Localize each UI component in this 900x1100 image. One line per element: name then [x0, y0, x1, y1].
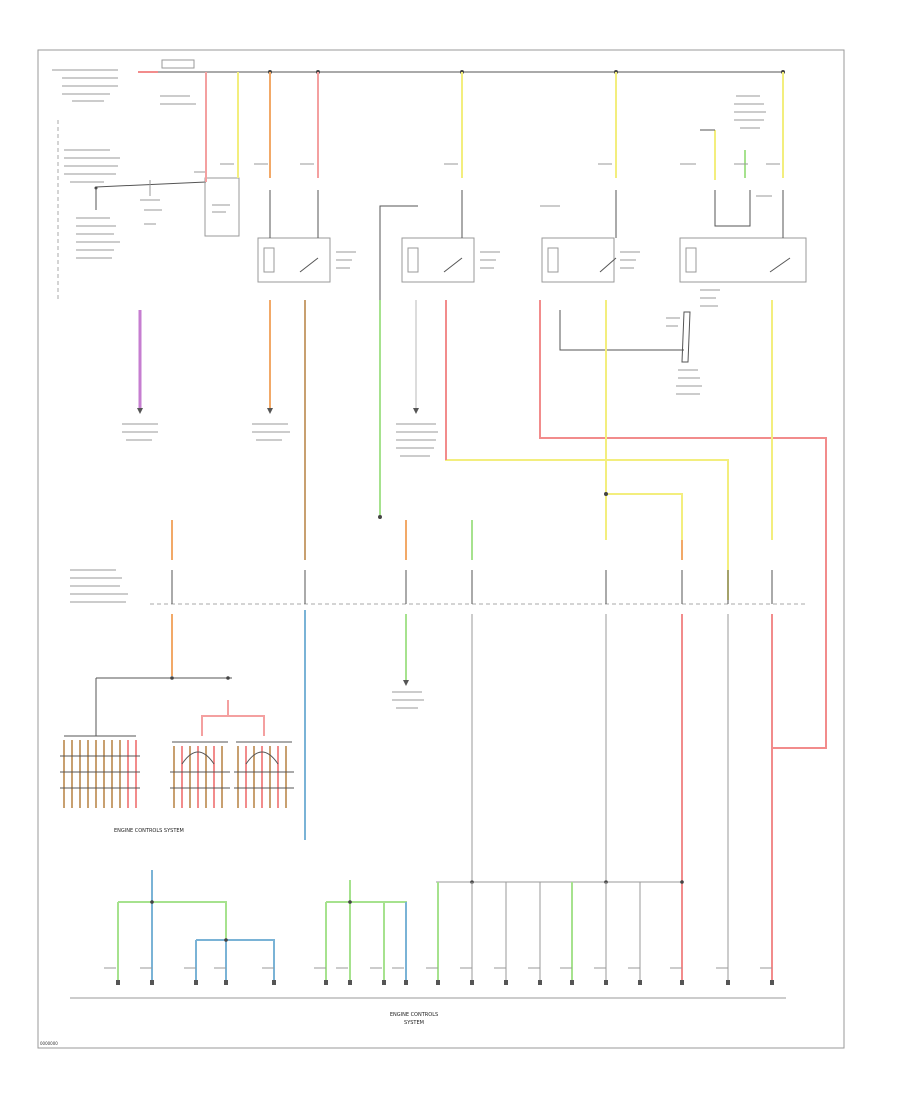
fuse-block-row: [70, 492, 806, 980]
terminal-marks: [116, 980, 774, 985]
top-power-bus: [52, 59, 785, 105]
footer-label-line-1: ENGINE CONTROLS: [390, 1012, 438, 1018]
injector-bank-a: [60, 735, 140, 808]
footer-label-line-2: SYSTEM: [404, 1020, 424, 1026]
motor-symbol: [666, 311, 702, 395]
injector-bank-b: [170, 741, 230, 808]
diagram-frame: [37, 49, 845, 1049]
fuse-block-label: [70, 569, 128, 603]
bottom-connector-area: ENGINE CONTROLS SYSTEM: [70, 870, 786, 1026]
top-feed-wires: [205, 72, 784, 182]
left-relay-area: [57, 120, 240, 300]
fuses: [171, 570, 773, 604]
relay-3: [540, 190, 640, 283]
injector-bank-c: [234, 741, 294, 808]
power-source-label: [52, 69, 118, 102]
relay-2: [379, 190, 500, 300]
corner-code: 0000000: [40, 1041, 58, 1046]
injector-banks: ENGINE CONTROLS SYSTEM: [60, 676, 294, 834]
mid-destination-labels: [122, 423, 438, 457]
relay-1: [257, 190, 356, 283]
top-center-label: [160, 95, 196, 105]
mid-wires: [122, 300, 827, 749]
engine-controls-label: ENGINE CONTROLS SYSTEM: [114, 828, 184, 834]
relay-row: [220, 95, 807, 307]
fuse-wire-labels: [392, 691, 424, 709]
relay-4: [679, 95, 807, 307]
